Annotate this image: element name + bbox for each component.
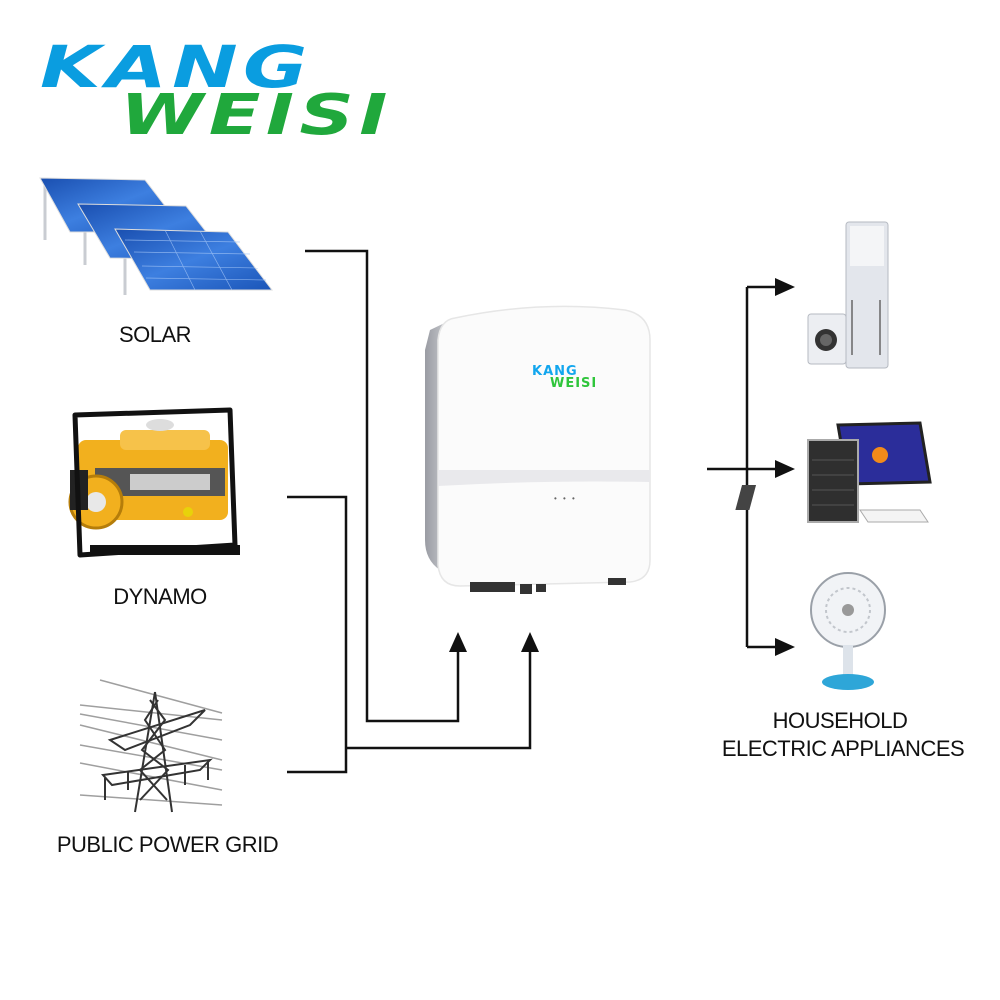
source-label-grid: PUBLIC POWER GRID (56, 832, 279, 857)
inverter-logo-line1: KANG (532, 364, 578, 379)
brand-logo-line1: KANG (40, 33, 313, 101)
brand-logo-line2: WEISI (120, 83, 393, 148)
source-label-dynamo: DYNAMO (113, 584, 207, 609)
inverter-status-indicator: • • • (554, 494, 577, 503)
source-label-solar: SOLAR (118, 322, 192, 347)
inverter-logo-line2: WEISI (550, 376, 598, 391)
output-label-line1: HOUSEHOLD (772, 708, 908, 733)
output-label-line2: ELECTRIC APPLIANCES (721, 736, 965, 761)
